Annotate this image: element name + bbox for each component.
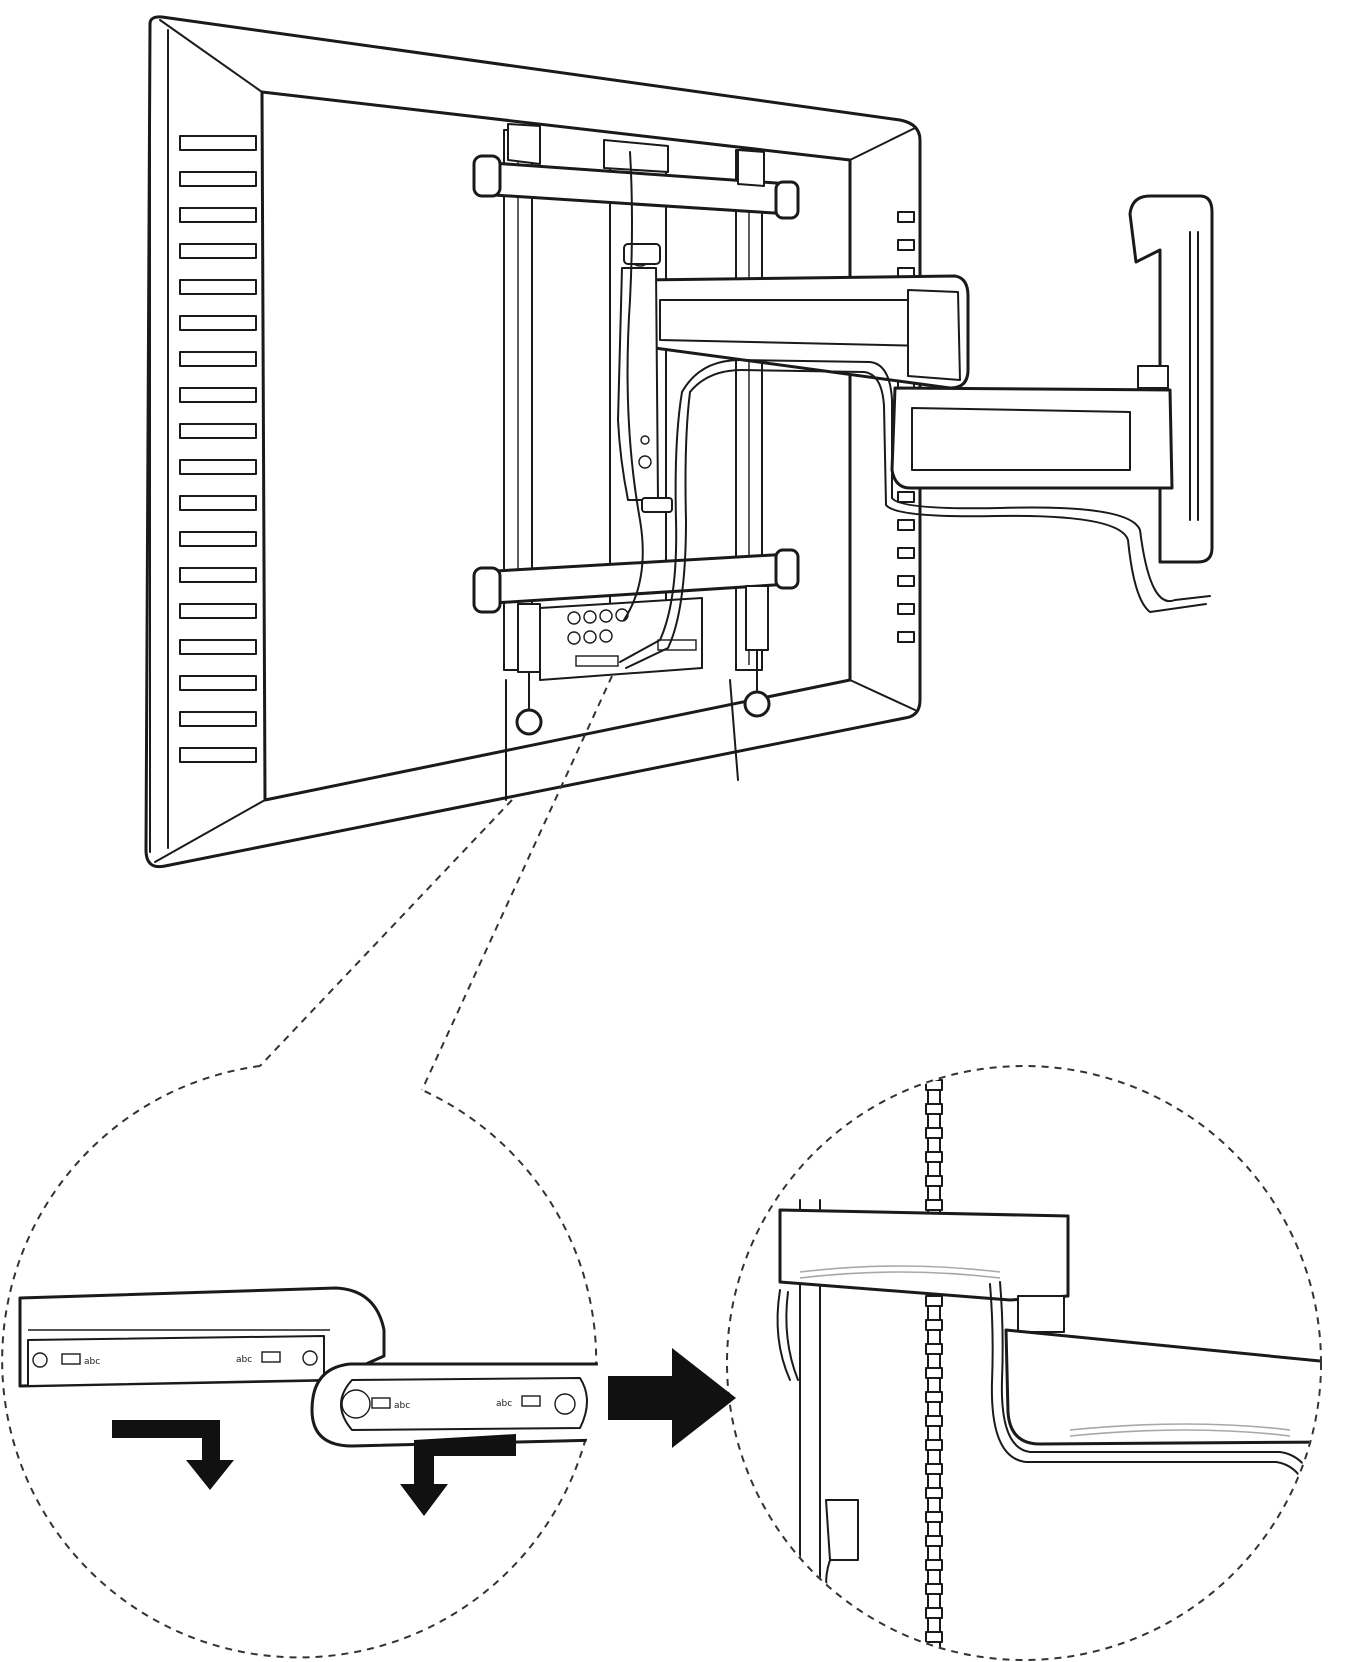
vent-slot [179, 315, 257, 331]
rail-slot [925, 1487, 943, 1499]
vent-slot [897, 575, 915, 587]
right-arrow-icon [608, 1348, 736, 1448]
rail-slot [925, 1583, 943, 1595]
rail-slot [925, 1415, 943, 1427]
svg-text:abc: abc [496, 1399, 512, 1409]
vent-slot [897, 631, 915, 643]
rail-slot [925, 1319, 943, 1331]
rail-slot [925, 1439, 943, 1451]
vent-slot [179, 207, 257, 223]
rail-slot [925, 1175, 943, 1187]
svg-text:abc: abc [84, 1357, 100, 1367]
rail-slot [925, 1367, 943, 1379]
vent-slot [897, 239, 915, 251]
rail-slot [925, 1559, 943, 1571]
rail-slot [925, 1607, 943, 1619]
vent-slot [179, 423, 257, 439]
tv-mount-bracket [472, 123, 800, 801]
rail-slot [925, 1463, 943, 1475]
vent-slot [179, 351, 257, 367]
vent-slot [179, 459, 257, 475]
vent-slot [179, 567, 257, 583]
routed-cables [619, 151, 1211, 669]
vent-slot [179, 639, 257, 655]
vent-slot [179, 711, 257, 727]
zoom-callout [1, 675, 1322, 1661]
vent-slot [897, 519, 915, 531]
rail-slot [925, 1511, 943, 1523]
vent-slot [179, 135, 257, 151]
vent-slot [179, 603, 257, 619]
articulating-arm [617, 194, 1214, 564]
vent-slot [179, 495, 257, 511]
rail-slot [925, 1343, 943, 1355]
svg-text:abc: abc [394, 1401, 410, 1411]
l-shaped-arrow-down-icon [400, 1434, 516, 1516]
vent-slot [897, 547, 915, 559]
rail-slot [925, 1631, 943, 1643]
rail-slot [925, 1127, 943, 1139]
vent-slot [179, 171, 257, 187]
rail-slot [925, 1295, 943, 1307]
vent-slot [179, 279, 257, 295]
vent-slot [179, 243, 257, 259]
detail-cover-removal: abc abc abc abc [18, 1286, 598, 1516]
svg-text:abc: abc [236, 1355, 252, 1365]
vent-slot [179, 747, 257, 763]
vent-slot [897, 211, 915, 223]
rail-slot [925, 1151, 943, 1163]
vent-slot [897, 603, 915, 615]
tv-vent-slots-left [179, 135, 257, 763]
l-shaped-arrow-down-icon [112, 1420, 234, 1490]
vent-slot [179, 531, 257, 547]
rail-slot [925, 1199, 943, 1211]
rail-slot [925, 1391, 943, 1403]
rail-slot [925, 1103, 943, 1115]
vent-slot [897, 491, 915, 503]
detail-cables-routed [776, 1067, 1320, 1659]
vent-slot [179, 675, 257, 691]
vent-slot [179, 387, 257, 403]
rail-slot [925, 1535, 943, 1547]
